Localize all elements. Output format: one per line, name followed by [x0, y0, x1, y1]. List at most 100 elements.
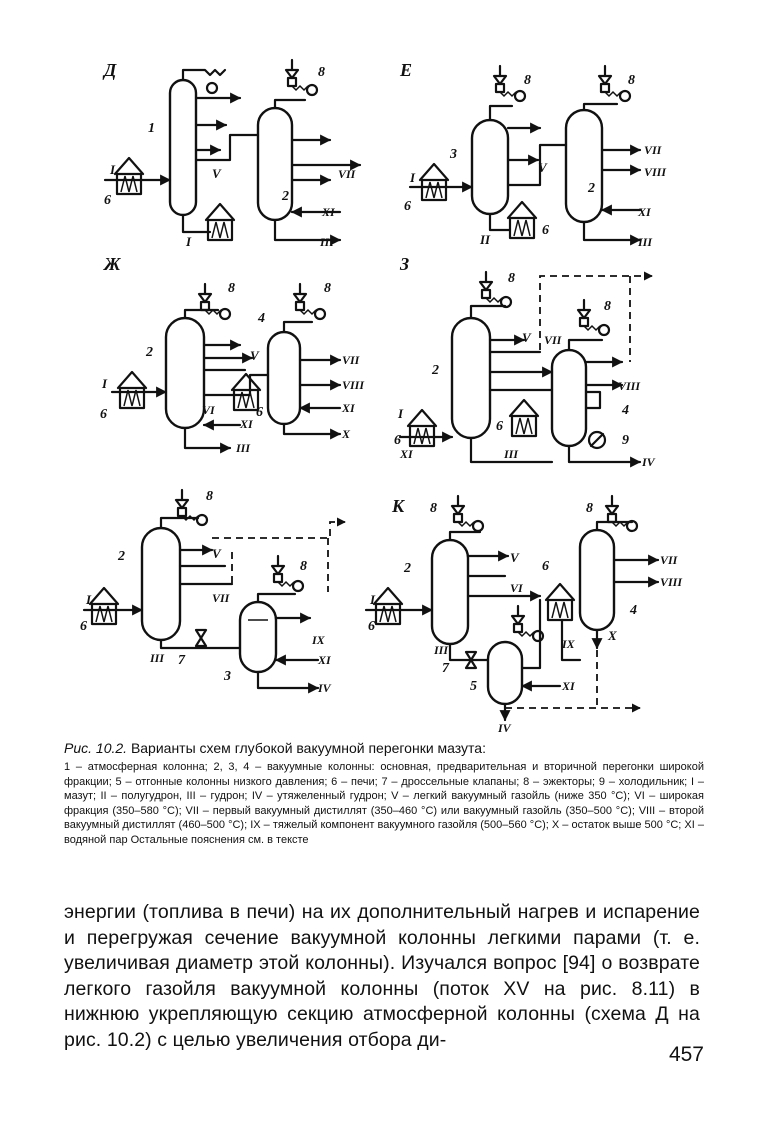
label-4: 4: [621, 403, 629, 418]
vacuum-column-4: [550, 348, 588, 448]
stream-VI: VI: [510, 581, 524, 595]
stream-VIII: VIII: [342, 378, 365, 392]
label-6: 6: [104, 193, 111, 208]
stream-X: X: [341, 427, 351, 441]
stream-V: V: [538, 160, 548, 175]
vacuum-column-4: [578, 528, 616, 632]
stream-VI: VI: [202, 403, 216, 417]
scheme-d-label: Д: [102, 60, 117, 80]
label-3: 3: [449, 147, 457, 162]
stream-IV: IV: [497, 721, 512, 735]
label-2: 2: [431, 363, 439, 378]
label-6a: 6: [100, 407, 107, 422]
label-1: 1: [148, 121, 155, 136]
label-8b: 8: [628, 73, 635, 88]
figure-caption: Рис. 10.2. Варианты схем глубокой вакуум…: [64, 740, 704, 847]
stream-VII: VII: [212, 591, 231, 605]
stream-III: III: [637, 235, 653, 249]
stream-XI: XI: [239, 417, 254, 431]
stream-VIII: VIII: [660, 575, 683, 589]
scheme-k-label: К: [391, 496, 406, 516]
stream-VIII: VIII: [618, 379, 641, 393]
stream-V: V: [250, 348, 260, 363]
scheme-z-label: З: [399, 254, 409, 274]
atmospheric-column-1: [168, 78, 198, 217]
label-7: 7: [442, 661, 450, 676]
label-6b: 6: [496, 419, 503, 434]
label-6b: 6: [542, 559, 549, 574]
label-8b: 8: [604, 299, 611, 314]
label-8: 8: [318, 65, 325, 80]
stream-VII: VII: [544, 333, 563, 347]
stream-VII: VII: [660, 553, 679, 567]
vacuum-column-2: [564, 108, 604, 224]
label-9: 9: [622, 433, 629, 448]
stream-VIII: VIII: [644, 165, 667, 179]
label-5: 3: [223, 669, 231, 684]
stripping-column-5: [486, 640, 524, 706]
label-6a: 6: [404, 199, 411, 214]
scheme-z: З 2 4 6 6 8 8 9 I XI III V VII VIII: [394, 254, 656, 469]
stream-XI-right: XI: [341, 401, 356, 415]
label-7: 7: [178, 653, 186, 668]
page-number: 457: [668, 1043, 704, 1066]
label-8a: 8: [508, 271, 515, 286]
stream-VII: VII: [342, 353, 361, 367]
label-8b: 8: [586, 501, 593, 516]
figure-label: Рис. 10.2.: [64, 740, 128, 756]
stream-III: III: [235, 441, 251, 455]
label-8a: 8: [430, 501, 437, 516]
stream-XI: XI: [317, 653, 332, 667]
label-4: 4: [629, 603, 637, 618]
caption-title: Варианты схем глубокой вакуумной перегон…: [130, 740, 486, 756]
label-5: 5: [470, 679, 477, 694]
stream-III: III: [149, 651, 165, 665]
vacuum-column-3: [470, 118, 510, 216]
label-6b: 6: [542, 223, 549, 238]
label-6a: 6: [394, 433, 401, 448]
stream-VII: VII: [338, 167, 357, 181]
label-2: 2: [145, 345, 153, 360]
label-2: 2: [587, 181, 595, 196]
label-2: 2: [403, 561, 411, 576]
stripping-column-5: [238, 600, 278, 674]
stream-V: V: [212, 166, 222, 181]
stream-X: X: [607, 628, 617, 643]
stream-I: I: [397, 406, 404, 421]
stream-III: III: [433, 643, 449, 657]
stream-I-bottom: I: [185, 234, 192, 249]
stream-I: I: [109, 162, 116, 177]
caption-legend: 1 – атмосферная колонна; 2, 3, 4 – вакуу…: [64, 761, 704, 846]
scheme-e: Е 3 2 6 6 8 8 I II V VII VIII XI III: [399, 60, 667, 249]
caption-title-line: Рис. 10.2. Варианты схем глубокой вакуум…: [64, 740, 704, 756]
label-8b: 8: [324, 281, 331, 296]
label-6: 6: [80, 619, 87, 634]
figure-10-2-diagram: Д 1 2 6 8 I I V VII XI III Е: [80, 58, 683, 735]
stream-II: II: [479, 232, 491, 247]
label-6a: 6: [368, 619, 375, 634]
stream-I: I: [369, 592, 376, 607]
stream-V: V: [212, 546, 222, 561]
scheme-zh-label: Ж: [102, 254, 121, 274]
stream-I: I: [85, 592, 92, 607]
scheme-k: К 2 4 5 6 6 7 8 8 I V VI II: [364, 494, 683, 735]
stream-XI: XI: [637, 205, 652, 219]
scheme-d: Д 1 2 6 8 I I V VII XI III: [102, 58, 362, 249]
stream-V: V: [522, 330, 532, 345]
label-4: 4: [257, 311, 265, 326]
vacuum-column-2: [450, 316, 492, 440]
label-2: 2: [281, 189, 289, 204]
stream-XI: XI: [399, 447, 414, 461]
vacuum-column-2: [430, 538, 470, 646]
stream-I: I: [409, 170, 416, 185]
stream-XI: XI: [561, 679, 576, 693]
label-2: 2: [117, 549, 125, 564]
stream-IV: IV: [641, 455, 656, 469]
stream-VII: VII: [644, 143, 663, 157]
scheme-e-label: Е: [399, 60, 412, 80]
vacuum-column-2: [140, 526, 182, 642]
stream-III: III: [319, 235, 335, 249]
stream-IX: IX: [311, 633, 326, 647]
stream-I: I: [101, 376, 108, 391]
scheme-i: 2 3 6 7 8 8 I V VII III IX XI IV: [80, 488, 346, 695]
